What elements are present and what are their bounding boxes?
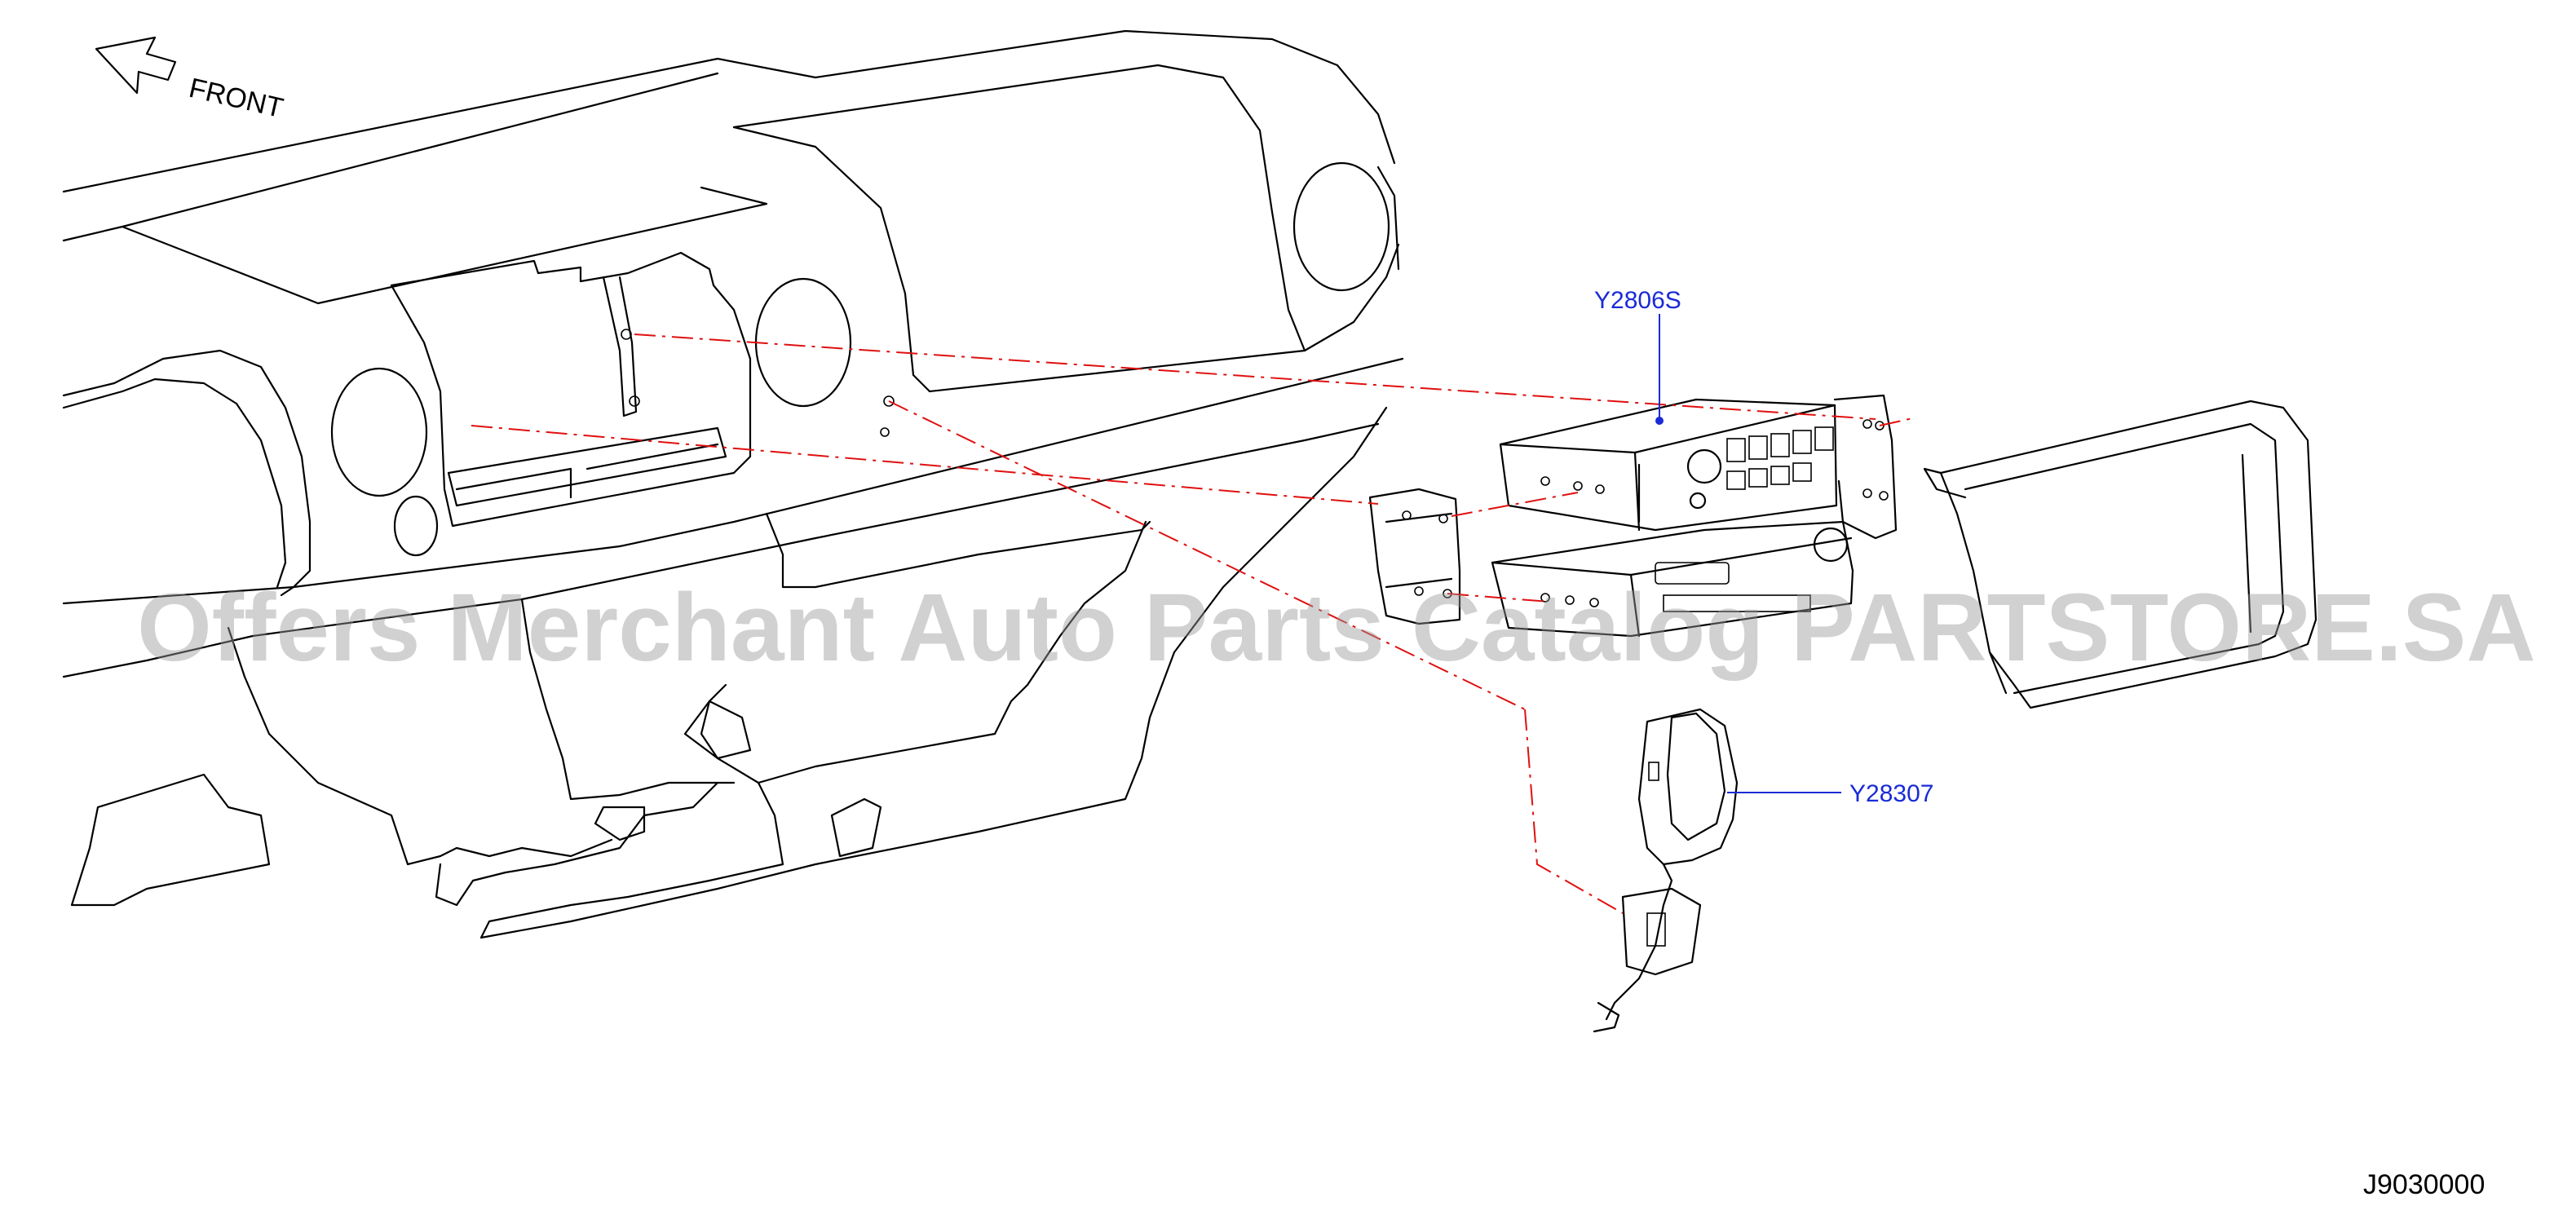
callout-y2806s: Y2806S [1594,287,1681,425]
part-label-y2806s[interactable]: Y2806S [1594,287,1681,314]
callout-y28307: Y28307 [1727,780,1933,807]
part-label-y28307[interactable]: Y28307 [1849,780,1933,807]
front-label: FRONT [186,73,286,124]
diagram-code: J9030000 [2363,1169,2485,1200]
front-arrow-icon [95,36,177,95]
dashed-leader-lines [471,333,1917,914]
instrument-panel-drawing [62,29,1404,939]
radio-bezel-drawing [1923,400,2318,709]
callout-dot-icon [1655,417,1664,425]
watermark-text: Offers Merchant Auto Parts Catalog PARTS… [137,574,2536,682]
microphone-y28307-drawing [1593,708,1739,1033]
